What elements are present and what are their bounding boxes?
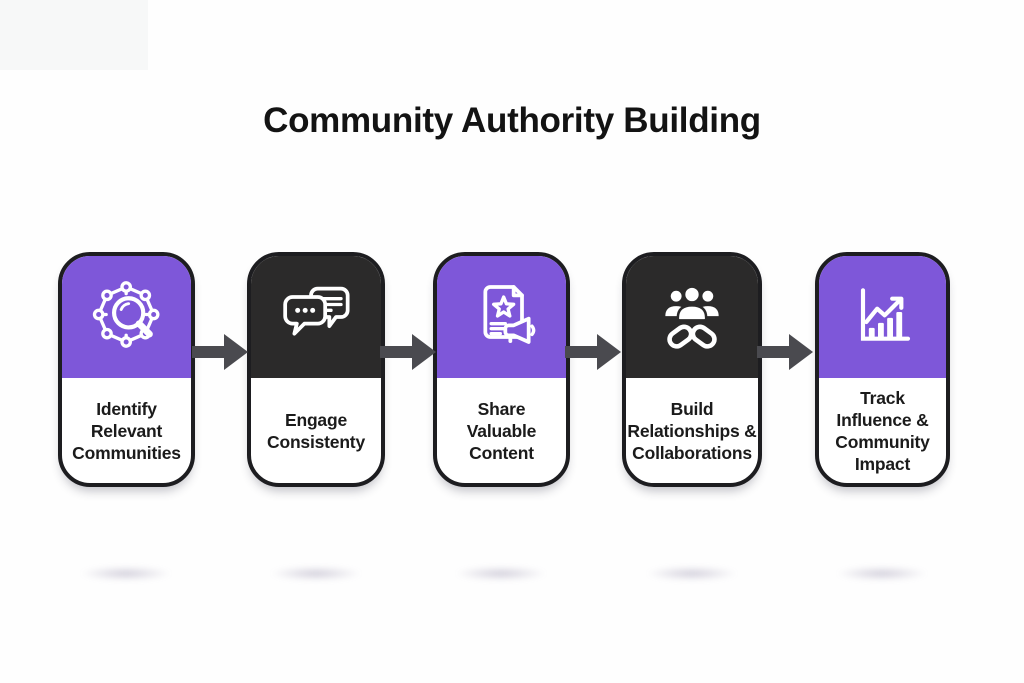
step-card-build-relationships: Build Relationships & Collaborations	[622, 252, 762, 487]
flow-arrow-icon	[192, 333, 248, 371]
chat-bubbles-icon	[283, 286, 350, 336]
card-floor-shadow	[455, 566, 547, 581]
flow-arrow-icon	[380, 333, 436, 371]
document-megaphone-icon	[482, 285, 535, 344]
flow-arrow-icon	[565, 333, 621, 371]
step-card-share-content: Share Valuable Content	[433, 252, 570, 487]
step-card-engage-consistently: Engage Consistenty	[247, 252, 385, 487]
card-header	[437, 256, 566, 378]
people-links-icon	[665, 285, 719, 349]
card-floor-shadow	[836, 566, 928, 581]
step-card-track-impact: Track Influence & Community Impact	[815, 252, 950, 487]
card-label: Engage Consistenty	[267, 409, 365, 452]
growth-chart-icon	[860, 288, 910, 341]
card-label: Track Influence & Community Impact	[835, 387, 930, 474]
step-card-identify-communities: Identify Relevant Communities	[58, 252, 195, 487]
card-label: Share Valuable Content	[466, 398, 537, 463]
card-label: Build Relationships & Collaborations	[627, 398, 757, 463]
network-search-icon	[92, 281, 160, 348]
page-title: Community Authority Building	[263, 101, 761, 141]
card-header	[251, 256, 381, 378]
flow-arrow-icon	[757, 333, 813, 371]
card-label: Identify Relevant Communities	[72, 398, 181, 463]
card-floor-shadow	[80, 566, 172, 581]
card-floor-shadow	[270, 566, 362, 581]
background-corner-patch	[0, 0, 148, 70]
card-header	[626, 256, 758, 378]
card-header	[62, 256, 191, 378]
card-header	[819, 256, 946, 378]
card-floor-shadow	[646, 566, 738, 581]
